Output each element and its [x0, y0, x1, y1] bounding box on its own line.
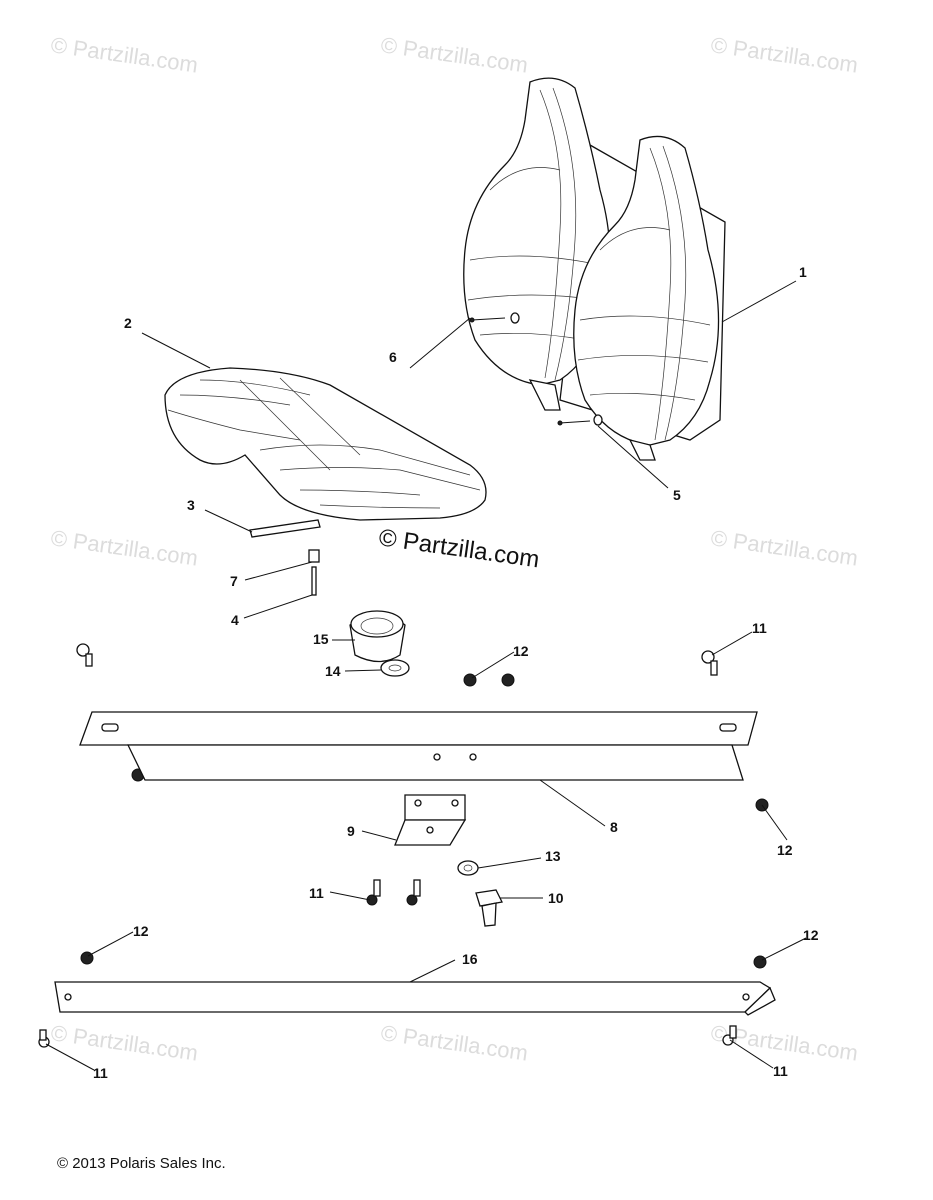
- washer-14: [380, 659, 410, 677]
- callout-12-bottom-right: 12: [803, 927, 819, 943]
- callout-6: 6: [389, 349, 397, 365]
- callout-11-bottom-left: 11: [93, 1065, 108, 1081]
- watermark-top-center: © Partzilla.com: [379, 32, 529, 77]
- bolt-washer-upper: [469, 312, 520, 324]
- callout-11-mid: 11: [309, 885, 324, 901]
- seat-back-assembly: [463, 77, 726, 461]
- bolt-washer-lower: [557, 414, 603, 426]
- grommet: [308, 549, 320, 563]
- callout-16: 16: [462, 951, 478, 967]
- bolt-10: [475, 889, 503, 927]
- callout-15: 15: [313, 631, 329, 647]
- angle-bracket: [394, 794, 467, 846]
- bolt-group: [38, 643, 737, 1048]
- seat-bottom-outline: [164, 367, 487, 521]
- callout-14: 14: [325, 663, 341, 679]
- bolt-11-mid-a: [366, 879, 381, 906]
- front-support: [79, 711, 758, 781]
- seat-back-bracket-left: [528, 379, 561, 411]
- washer-upper: [510, 312, 520, 324]
- watermark-center: © Partzilla.com: [377, 524, 541, 573]
- washer-lower: [593, 414, 603, 426]
- callout-10: 10: [548, 890, 564, 906]
- callout-12-right: 12: [777, 842, 793, 858]
- seat-back-right: [573, 135, 720, 446]
- bolt-11-top-left: [76, 643, 93, 667]
- callout-3: 3: [187, 497, 195, 513]
- bolt-11-mid-b: [406, 879, 421, 906]
- bushing: [349, 610, 406, 663]
- callout-12-top: 12: [513, 643, 529, 659]
- watermark-top-left: © Partzilla.com: [49, 32, 199, 77]
- callout-11-bottom-right: 11: [773, 1063, 788, 1079]
- watermark-bottom-center: © Partzilla.com: [379, 1020, 529, 1065]
- leader-lines: [45, 280, 807, 1071]
- bolt-11-top-right: [701, 650, 718, 676]
- rear-rail: [54, 981, 776, 1016]
- callout-11-top-right: 11: [752, 620, 767, 636]
- watermark-mid-right: © Partzilla.com: [709, 525, 859, 570]
- copyright-notice: © 2013 Polaris Sales Inc.: [57, 1155, 226, 1172]
- nut-12e: [753, 955, 767, 969]
- watermark-bottom-left: © Partzilla.com: [49, 1020, 199, 1065]
- callout-7: 7: [230, 573, 238, 589]
- callout-12-bottom-left: 12: [133, 923, 149, 939]
- callout-5: 5: [673, 487, 681, 503]
- watermark-mid-left: © Partzilla.com: [49, 525, 199, 570]
- latch-plate: [249, 519, 321, 538]
- callout-4: 4: [231, 612, 239, 628]
- bolt-11-bottom-right: [722, 1025, 737, 1046]
- pin: [311, 566, 317, 596]
- washer-13: [457, 860, 479, 876]
- callout-9: 9: [347, 823, 355, 839]
- callout-8: 8: [610, 819, 618, 835]
- seat-back-bracket-right: [628, 439, 656, 461]
- nut-12a: [463, 673, 477, 687]
- nut-12a2: [501, 673, 515, 687]
- callout-2: 2: [124, 315, 132, 331]
- callout-labels: 1 2 3 4 5 6 7 8 9 10 11 11 11 11 12 12 1…: [93, 264, 819, 1081]
- callout-1: 1: [799, 264, 807, 280]
- seat-back-left: [463, 77, 611, 386]
- watermark-top-right: © Partzilla.com: [709, 32, 859, 77]
- seat-bottom: [164, 367, 487, 521]
- callout-13: 13: [545, 848, 561, 864]
